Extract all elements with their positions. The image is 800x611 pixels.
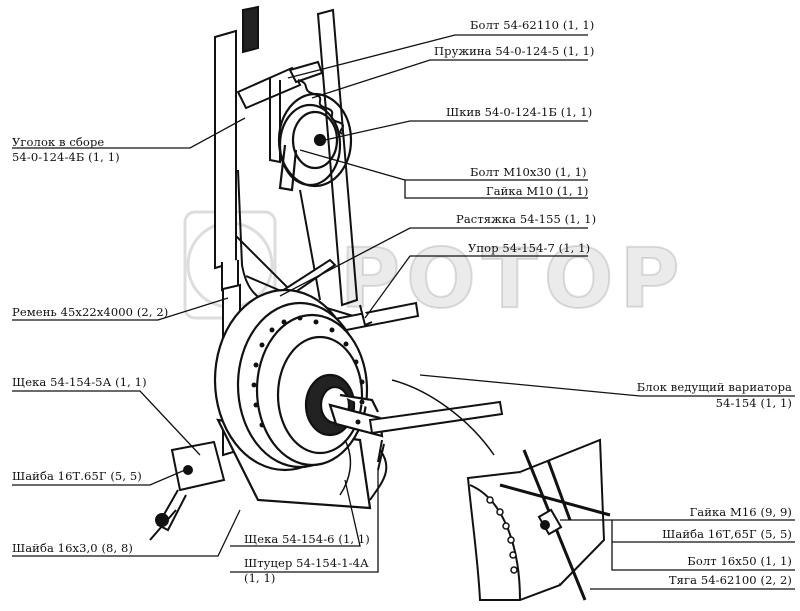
leader-bolt-top [287, 34, 588, 79]
label-nut-m10: Гайка М10 (1, 1) [486, 184, 589, 198]
spring [297, 79, 344, 135]
label-nut-m16: Гайка М16 (9, 9) [689, 505, 792, 519]
bearing-dots [251, 315, 365, 428]
label-bolt-m10: Болт М10х30 (1, 1) [470, 165, 587, 179]
label-angle-line1: Уголок в сборе [12, 135, 105, 149]
leader-lines [12, 34, 795, 590]
guide-arc-2 [339, 439, 352, 496]
leader-spring [311, 59, 588, 99]
label-bolt-top: Болт 54-62110 (1, 1) [470, 18, 595, 32]
label-fitting-line2: (1, 1) [244, 571, 276, 585]
label-drive-block-line2: 54-154 (1, 1) [715, 396, 792, 410]
leader-bolt-m10-in [299, 149, 406, 181]
leader-washer-16x3 [12, 509, 241, 557]
label-fitting-line1: Штуцер 54-154-1-4А [244, 556, 369, 570]
label-washer-16t-right: Шайба 16Т,65Г (5, 5) [662, 527, 792, 541]
label-stretch: Растяжка 54-155 (1, 1) [456, 212, 597, 226]
leader-stretch [279, 227, 588, 297]
leader-drive-block [419, 374, 795, 397]
label-rod: Тяга 54-62100 (2, 2) [668, 573, 792, 587]
leader-cheek-6 [230, 479, 361, 547]
label-pulley: Шкив 54-0-124-1Б (1, 1) [446, 105, 593, 119]
label-spring: Пружина 54-0-124-5 (1, 1) [434, 44, 595, 58]
label-angle-line2: 54-0-124-4Б (1, 1) [12, 150, 120, 164]
upper-pulley [277, 92, 353, 192]
leader-bolt-m10 [404, 179, 588, 199]
sector-holes [486, 496, 518, 574]
leader-stop [364, 255, 588, 319]
guide-arc [391, 379, 495, 456]
leader-washer-16t [12, 469, 186, 486]
leader-angle [12, 117, 246, 149]
leader-fitting [230, 470, 379, 573]
leader-belt [12, 297, 229, 321]
label-bolt-16x50: Болт 16х50 (1, 1) [687, 554, 792, 568]
bolt-16x50 [537, 508, 563, 536]
leader-bolt-16x50 [611, 542, 795, 571]
leader-pulley [324, 120, 588, 141]
label-stop: Упор 54-154-7 (1, 1) [468, 241, 591, 255]
label-washer-16t-left: Шайба 16Т.65Г (5, 5) [12, 469, 142, 483]
label-cheek-6: Щека 54-154-6 (1, 1) [244, 532, 370, 546]
label-belt: Ремень 45х22х4000 (2, 2) [12, 305, 169, 319]
watermark-text: РОТОР [339, 231, 686, 328]
stretch-rod [266, 258, 420, 334]
sector-plate [466, 438, 606, 601]
left-cheek [149, 440, 226, 541]
tension-bracket [236, 60, 324, 164]
label-washer-16x3: Шайба 16х3,0 (8, 8) [12, 541, 133, 555]
leader-cheek-a [12, 390, 201, 456]
label-drive-block-line1: Блок ведущий вариатора [636, 380, 792, 394]
label-cheek-a: Щека 54-154-5А (1, 1) [12, 375, 147, 389]
